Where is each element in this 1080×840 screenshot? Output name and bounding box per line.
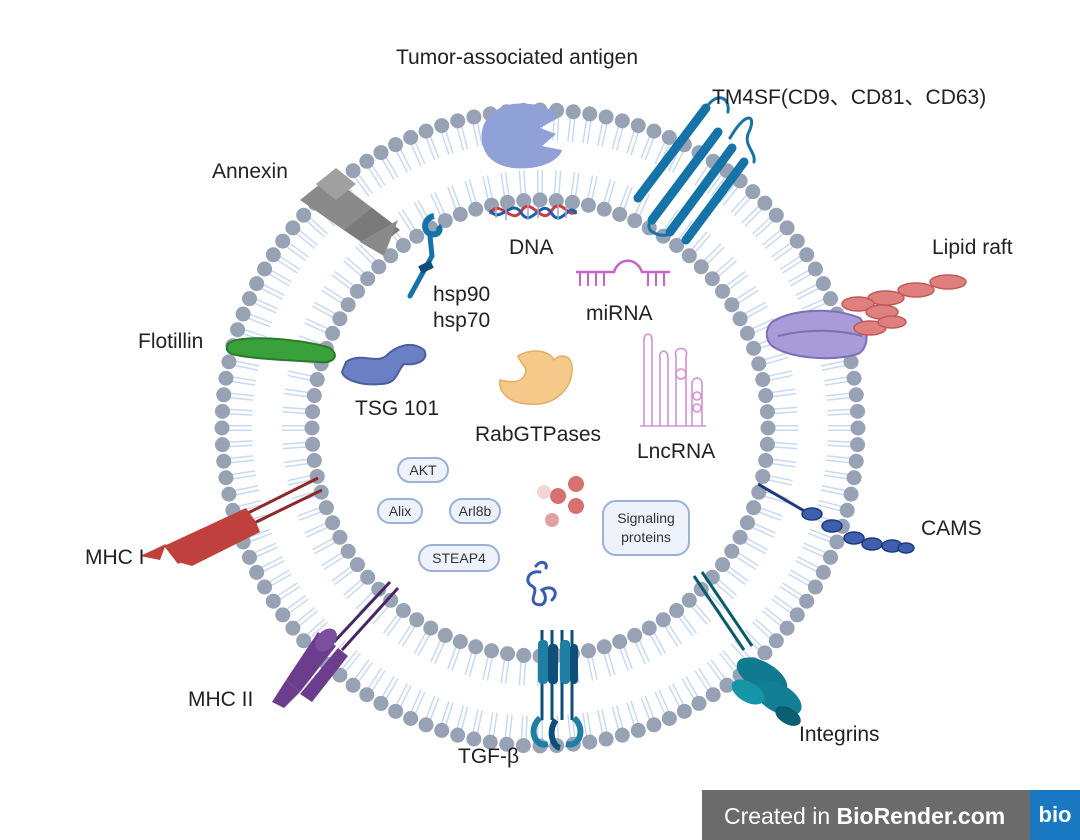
cams-shape	[757, 482, 915, 554]
tumor-antigen-label: Tumor-associated antigen	[396, 46, 639, 69]
flotillin-shape	[225, 337, 336, 364]
dna-shape	[488, 204, 578, 220]
lncrna-label: LncRNA	[637, 440, 716, 463]
tsg101-label: TSG 101	[355, 397, 440, 420]
vesicle-dots	[537, 476, 584, 527]
signaling-proteins-pill: Signaling proteins	[602, 500, 690, 556]
mhc2-label: MHC II	[188, 688, 254, 711]
tm4sf-shape	[633, 96, 756, 245]
lncrna-shape	[640, 333, 706, 427]
hsp90-label: hsp90	[433, 283, 491, 306]
integrins-shape	[692, 571, 802, 726]
cams-label: CAMS	[921, 517, 982, 540]
lipid-raft-shape	[765, 274, 967, 360]
credit-prefix: Created in	[724, 803, 837, 829]
integrins-label: Integrins	[799, 723, 880, 746]
lipid-heads	[214, 102, 866, 754]
mhc1-label: MHC I	[85, 546, 145, 569]
annexin-shape	[300, 168, 400, 256]
credit-name: BioRender.com	[836, 803, 1006, 829]
signaling-line2: proteins	[621, 529, 671, 545]
flotillin-label: Flotillin	[138, 330, 204, 353]
tgfb-shape	[530, 630, 584, 751]
tumor-antigen-shape	[481, 103, 562, 169]
tgfb-label: TGF-β	[458, 745, 520, 768]
dna-label: DNA	[509, 236, 554, 259]
tsg101-shape	[340, 343, 427, 386]
steap4-pill: STEAP4	[418, 544, 500, 572]
mirna-shape	[576, 259, 670, 286]
mhc1-shape	[140, 476, 323, 566]
hsp-shape	[407, 213, 443, 299]
mhc2-shape	[272, 580, 400, 708]
hsp70-label: hsp70	[433, 309, 491, 332]
rabgtpases-shape	[499, 350, 573, 405]
biorender-credit: Created in BioRender.com	[724, 803, 1005, 830]
signaling-line1: Signaling	[617, 510, 675, 527]
biorender-logo: bio	[1030, 790, 1080, 840]
lipid-raft-label: Lipid raft	[932, 236, 1013, 259]
mirna-label: miRNA	[586, 302, 653, 325]
annexin-label: Annexin	[212, 160, 288, 183]
tm4sf-label: TM4SF(CD9、CD81、CD63)	[712, 86, 987, 109]
arl8b-pill: Arl8b	[449, 498, 501, 524]
rabgtpases-label: RabGTPases	[475, 423, 602, 446]
akt-pill: AKT	[397, 457, 449, 483]
protein-squiggle	[526, 560, 557, 607]
biorender-badge[interactable]: Created in BioRender.com bio	[702, 790, 1080, 840]
alix-pill: Alix	[377, 498, 423, 524]
